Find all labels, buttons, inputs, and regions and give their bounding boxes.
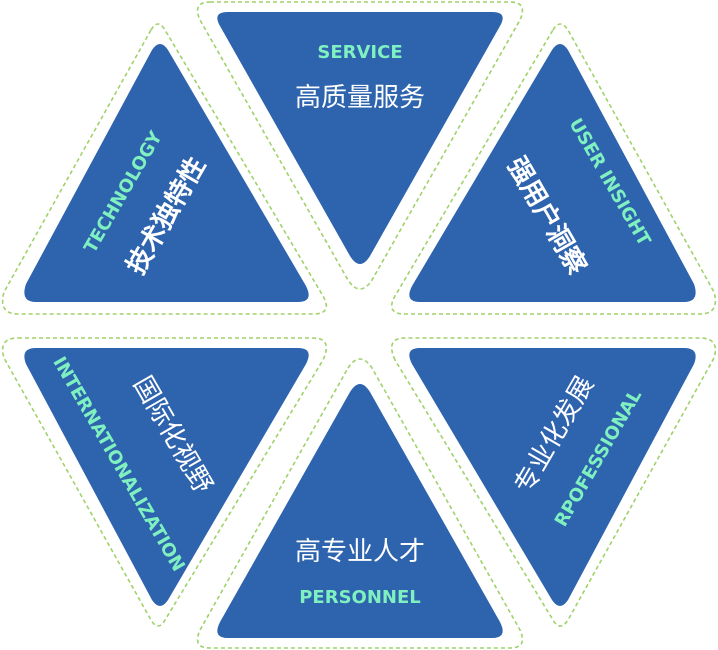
- label-service-en: SERVICE: [317, 42, 402, 63]
- label-personnel-zh: 高专业人才: [295, 537, 425, 567]
- label-service-zh: 高质量服务: [295, 83, 425, 113]
- segment-professional: 专业化发展 RPOFESSIONAL: [409, 348, 696, 606]
- segment-personnel: 高专业人才 PERSONNEL: [217, 384, 503, 638]
- outline-technology: [1, 23, 328, 315]
- outline-user-insight: [390, 23, 717, 315]
- outline-internationalization: [1, 337, 328, 627]
- outline-personnel: [196, 358, 524, 649]
- outline-service: [196, 1, 524, 290]
- triangle-technology: [24, 44, 309, 302]
- triangle-user-insight: [409, 44, 696, 302]
- triangle-service: [217, 12, 503, 264]
- triangle-professional: [409, 348, 696, 606]
- segment-service: SERVICE 高质量服务: [217, 12, 503, 264]
- outline-professional: [390, 337, 717, 627]
- triangle-internationalization: [24, 348, 309, 606]
- label-personnel-en: PERSONNEL: [299, 587, 421, 608]
- triangle-personnel: [217, 384, 503, 638]
